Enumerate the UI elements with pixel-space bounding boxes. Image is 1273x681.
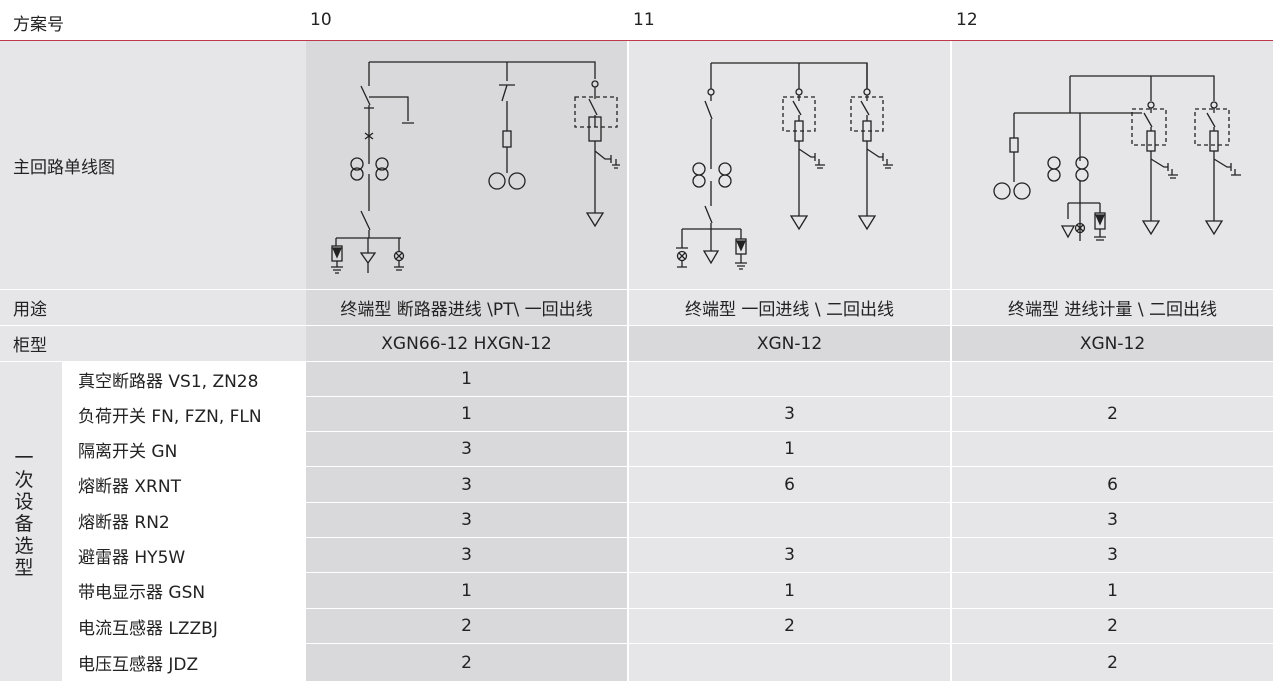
table-row: 隔离开关 GN 3 1: [0, 432, 1273, 466]
equipment-value-11: 1: [629, 432, 950, 466]
equipment-value-12: 6: [952, 467, 1273, 502]
usage-row: 用途 终端型 断路器进线 \PT\ 一回出线 终端型 一回进线 \ 二回出线 终…: [0, 290, 1273, 325]
table-row: 电压互感器 JDZ 2 2: [0, 644, 1273, 681]
equipment-value-10: 2: [306, 644, 627, 681]
equipment-group-text: 一 次 设 备 选 型: [13, 447, 35, 579]
table-row: 避雷器 HY5W 3 3 3: [0, 538, 1273, 572]
equipment-value-10: 3: [306, 432, 627, 466]
single-line-diagram-12: [952, 41, 1273, 289]
usage-label: 用途: [0, 290, 306, 325]
equipment-value-12: 2: [952, 397, 1273, 431]
diagram-row-label: 主回路单线图: [0, 41, 306, 289]
equipment-value-12: 2: [952, 609, 1273, 643]
header-scheme-10: 10: [310, 10, 332, 30]
usage-11: 终端型 一回进线 \ 二回出线: [629, 290, 950, 325]
cabinet-11: XGN-12: [629, 326, 950, 361]
single-line-diagram-10: [306, 41, 627, 289]
group-char: 次: [14, 469, 34, 491]
equipment-name: 熔断器 XRNT: [78, 477, 181, 497]
equipment-value-10: 2: [306, 609, 627, 643]
group-char: 设: [14, 491, 34, 513]
equipment-group-label: [0, 362, 62, 681]
equipment-value-11: [629, 503, 950, 537]
equipment-name: 电压互感器 JDZ: [78, 655, 199, 675]
equipment-value-11: 3: [629, 397, 950, 431]
equipment-value-10: 1: [306, 362, 627, 396]
equipment-value-10: 3: [306, 538, 627, 572]
group-char: 型: [14, 557, 34, 579]
table-row: 负荷开关 FN, FZN, FLN 1 3 2: [0, 397, 1273, 431]
equipment-name: 隔离开关 GN: [78, 441, 178, 462]
single-line-diagram-11: [629, 41, 950, 289]
cabinet-12: XGN-12: [952, 326, 1273, 361]
equipment-value-10: 1: [306, 573, 627, 608]
equipment-value-11: [629, 644, 950, 681]
table-row: 电流互感器 LZZBJ 2 2 2: [0, 609, 1273, 643]
equipment-value-10: 3: [306, 503, 627, 537]
equipment-name: 避雷器 HY5W: [78, 547, 186, 568]
equipment-value-11: 6: [629, 467, 950, 502]
group-char: 选: [14, 535, 34, 557]
equipment-value-10: 1: [306, 397, 627, 431]
equipment-value-11: 1: [629, 573, 950, 608]
equipment-name: 电流互感器 LZZBJ: [78, 618, 218, 639]
header-scheme-12: 12: [956, 10, 978, 30]
cabinet-label: 柜型: [0, 326, 306, 361]
cabinet-row: 柜型 XGN66-12 HXGN-12 XGN-12 XGN-12: [0, 326, 1273, 361]
equipment-value-12: [952, 432, 1273, 466]
equipment-value-11: [629, 362, 950, 396]
diagram-row: 主回路单线图: [0, 41, 1273, 289]
table-row: 带电显示器 GSN 1 1 1: [0, 573, 1273, 608]
equipment-value-12: 1: [952, 573, 1273, 608]
cabinet-10: XGN66-12 HXGN-12: [306, 326, 627, 361]
table-row: 真空断路器 VS1, ZN28 1: [0, 362, 1273, 396]
equipment-value-12: 3: [952, 503, 1273, 537]
equipment-value-12: 3: [952, 538, 1273, 572]
equipment-value-11: 3: [629, 538, 950, 572]
usage-10: 终端型 断路器进线 \PT\ 一回出线: [306, 290, 627, 325]
equipment-name: 真空断路器 VS1, ZN28: [78, 371, 259, 392]
equipment-value-10: 3: [306, 467, 627, 502]
equipment-value-12: [952, 362, 1273, 396]
header-scheme-11: 11: [633, 10, 655, 30]
group-char: 备: [14, 513, 34, 535]
table-header: 方案号 10 11 12: [0, 0, 1273, 41]
usage-12: 终端型 进线计量 \ 二回出线: [952, 290, 1273, 325]
group-char: 一: [14, 447, 34, 469]
equipment-value-12: 2: [952, 644, 1273, 681]
table-row: 熔断器 XRNT 3 6 6: [0, 467, 1273, 502]
equipment-value-11: 2: [629, 609, 950, 643]
equipment-name: 带电显示器 GSN: [78, 583, 206, 603]
header-scheme-label: 方案号: [13, 15, 64, 35]
table-row: 熔断器 RN2 3 3: [0, 503, 1273, 537]
equipment-name: 负荷开关 FN, FZN, FLN: [78, 406, 262, 427]
equipment-name: 熔断器 RN2: [78, 512, 170, 533]
